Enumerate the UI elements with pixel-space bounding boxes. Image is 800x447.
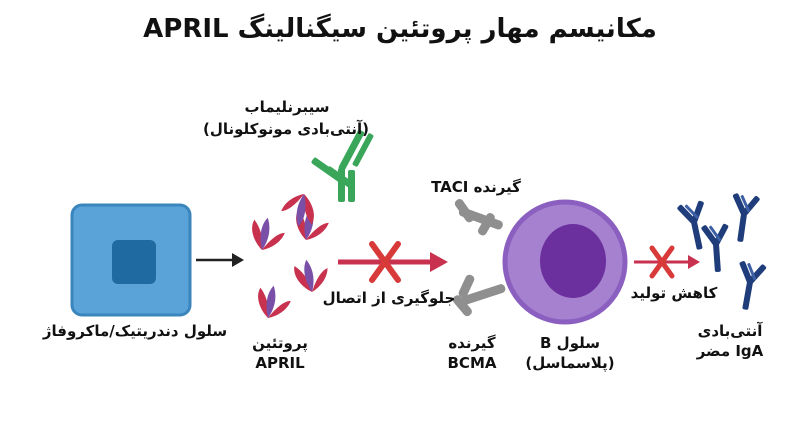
secretion-arrow [196, 253, 244, 267]
label-taci: گیرنده TACI [431, 178, 521, 196]
label-reduce: کاهش تولید [630, 284, 718, 302]
bcma-receptor-icon [452, 274, 506, 317]
blocked-binding-arrow [338, 241, 448, 283]
sibeprenlimab-antibody-icon [311, 129, 374, 202]
reduced-production-arrow [634, 245, 700, 279]
label-april-line1: پروتئین [252, 334, 308, 352]
label-antibody-name: سیبرنلیماب [244, 98, 330, 116]
label-bcell-line1: سلول B [540, 334, 600, 352]
dendritic-cell-icon [70, 203, 192, 317]
label-bcma-line1: گیرنده [448, 334, 496, 352]
label-iga-line2: IgA مضر [696, 342, 764, 360]
label-bcma-line2: BCMA [447, 354, 497, 372]
label-april-line2: APRIL [255, 354, 305, 372]
label-dendritic-cell: سلول دندریتیک/ماکروفاژ [42, 322, 228, 340]
diagram-title: مکانیسم مهار پروتئین سیگنالینگ APRIL [143, 14, 657, 44]
label-block: جلوگیری از اتصال [322, 289, 456, 307]
label-bcell-line2: (پلاسماسل) [525, 354, 615, 372]
label-iga-line1: آنتی‌بادی [697, 322, 763, 340]
taci-receptor-icon [454, 199, 503, 236]
b-cell-icon [502, 199, 628, 325]
label-antibody-type: (آنتی‌بادی مونوکلونال) [203, 120, 369, 138]
